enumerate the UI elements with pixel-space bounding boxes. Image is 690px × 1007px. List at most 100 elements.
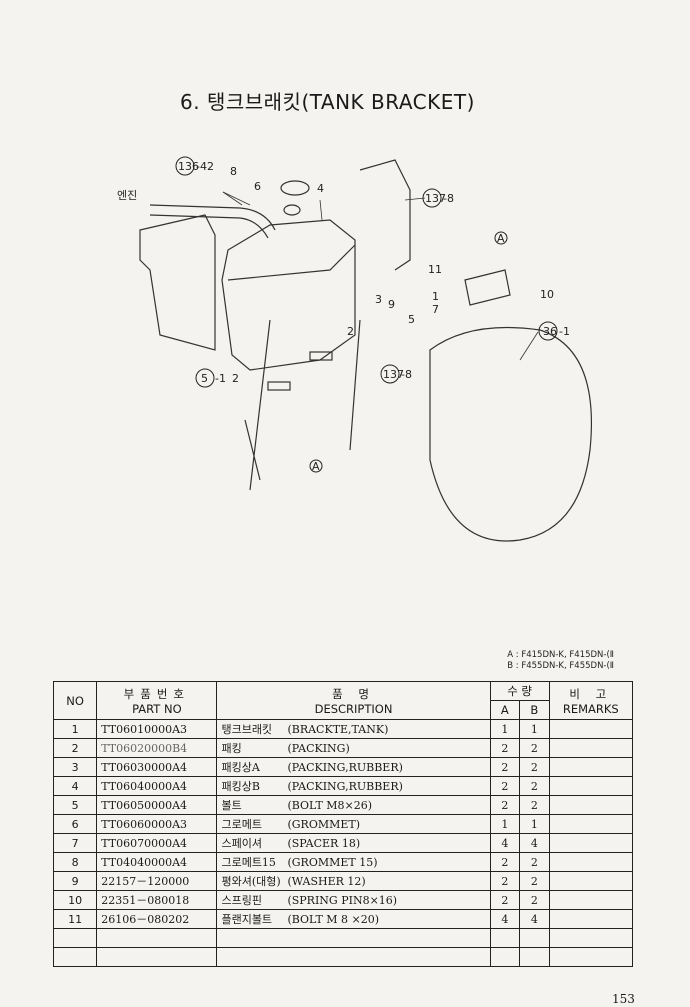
- engine-label: 엔진: [117, 189, 137, 202]
- cell-part: TT06040000A4: [96, 776, 218, 796]
- cell-part: 22157－120000: [96, 871, 218, 891]
- desc-en: (SPACER 18): [287, 837, 361, 850]
- cell-desc: 패킹상B(PACKING,RUBBER): [216, 776, 491, 796]
- cell-part: TT06010000A3: [96, 719, 218, 739]
- header-part: 부품번호 PART NO: [96, 681, 218, 720]
- cell-qty-a: 1: [489, 719, 521, 739]
- tank-neck-shape: [283, 204, 301, 216]
- hose-upper-shape: [149, 204, 276, 231]
- cell-qty-a: 4: [489, 909, 521, 929]
- cell-qty-b: 1: [519, 719, 550, 739]
- callout-5: 5: [408, 313, 415, 326]
- cell-part: 26106－080202: [96, 909, 218, 929]
- cell-no: 1: [52, 719, 98, 739]
- cell-no: 3: [52, 757, 98, 777]
- cell-qty-b: 2: [519, 757, 550, 777]
- callout-11: 11: [428, 263, 442, 276]
- callout-3: 3: [375, 293, 382, 306]
- header-qty-b: B: [519, 700, 550, 720]
- table-row-empty: [52, 947, 634, 967]
- cell-qty-b: 2: [519, 776, 550, 796]
- tank-cap-shape: [280, 180, 310, 196]
- cell-remarks: [548, 890, 634, 910]
- cell-remarks: [548, 909, 634, 929]
- cell-part: 22351－080018: [96, 890, 218, 910]
- desc-kr: 플랜지볼트: [221, 913, 273, 926]
- header-rem-en: REMARKS: [562, 701, 619, 716]
- desc-en: (GROMMET 15): [287, 856, 378, 869]
- header-part-en: PART NO: [132, 701, 182, 716]
- cell-no: 7: [52, 833, 98, 853]
- callout-9: 9: [388, 298, 395, 311]
- header-rem-kr: 비 고: [569, 686, 613, 701]
- header-desc: 품 명 DESCRIPTION: [216, 681, 491, 720]
- callout-4: 4: [317, 182, 324, 195]
- cell-part: TT06060000A3: [96, 814, 218, 834]
- table-header-row: NO 부품번호 PART NO 품 명 DESCRIPTION 수 량 비 고 …: [52, 681, 634, 720]
- cell-qty-a: 2: [489, 871, 521, 891]
- callout-2a: 2: [347, 325, 354, 338]
- callout-137: 137: [425, 192, 446, 205]
- page-title: 6. 탱크브래킷(TANK BRACKET): [180, 90, 475, 114]
- callout-circle: [380, 364, 400, 384]
- callout-suffix: -1: [559, 325, 570, 338]
- page-number: 153: [612, 992, 635, 1006]
- header-desc-en: DESCRIPTION: [314, 701, 393, 716]
- desc-kr: 스프링핀: [221, 894, 262, 907]
- cell-no: 8: [52, 852, 98, 872]
- cell-desc: 탱크브래킷 (BRACKTE,TANK): [216, 719, 491, 739]
- header-qty-a: A: [489, 700, 521, 720]
- cell-remarks: [548, 776, 634, 796]
- cell-desc: 플랜지볼트 (BOLT M 8 ×20): [216, 909, 491, 929]
- callout-circle: [195, 368, 215, 388]
- callout-1: 1: [432, 290, 439, 303]
- desc-en: (BOLT M 8 ×20): [287, 913, 380, 926]
- desc-en: (BRACKTE,TANK): [287, 723, 389, 736]
- callout-circle: [494, 231, 508, 245]
- cell-part: TT04040000A4: [96, 852, 218, 872]
- cell-part: TT06030000A4: [96, 757, 218, 777]
- desc-kr: 탱크브래킷: [221, 723, 273, 736]
- cell-qty-a: 1: [489, 814, 521, 834]
- cell-desc: 볼트(BOLT M8×26): [216, 795, 491, 815]
- desc-en: (PACKING,RUBBER): [287, 761, 403, 774]
- bracket-upper-shape: [359, 159, 411, 271]
- cell-desc: 패킹(PACKING): [216, 738, 491, 758]
- header-part-kr: 부품번호: [123, 686, 190, 701]
- cell-remarks: [548, 871, 634, 891]
- callout-5-1: 5: [201, 372, 208, 385]
- desc-kr: 평와셔(대형): [221, 875, 281, 888]
- callout-136: 136: [178, 160, 199, 173]
- callout-circle: [422, 188, 442, 208]
- header-remarks: 비 고 REMARKS: [548, 681, 634, 720]
- cell-no: 10: [52, 890, 98, 910]
- callout-2b: 2: [232, 372, 239, 385]
- cell-no: 4: [52, 776, 98, 796]
- header-no: NO: [52, 681, 98, 720]
- callout-a-bottom: A: [312, 460, 320, 473]
- cell-qty-b: 2: [519, 852, 550, 872]
- cell-qty-a: 2: [489, 738, 521, 758]
- desc-en: (BOLT M8×26): [287, 799, 373, 812]
- cell-no: 11: [52, 909, 98, 929]
- cell-desc: 스프링핀(SPRING PIN8×16): [216, 890, 491, 910]
- hose-lower-shape: [149, 214, 269, 239]
- cell-part: TT06020000B4: [96, 738, 218, 758]
- cell-desc: 그로메트(GROMMET): [216, 814, 491, 834]
- desc-kr: 그로메트: [221, 818, 262, 831]
- desc-en: (WASHER 12): [287, 875, 366, 888]
- cell-no: 6: [52, 814, 98, 834]
- header-desc-kr: 품 명: [332, 686, 375, 701]
- desc-kr: 패킹: [221, 742, 242, 755]
- callout-7: 7: [432, 303, 439, 316]
- legend-b: B : F455DN-K, F455DN-(Ⅱ: [507, 661, 614, 671]
- cell-part: TT06070000A4: [96, 833, 218, 853]
- cell-qty-a: 2: [489, 852, 521, 872]
- callout-circle: [175, 156, 195, 176]
